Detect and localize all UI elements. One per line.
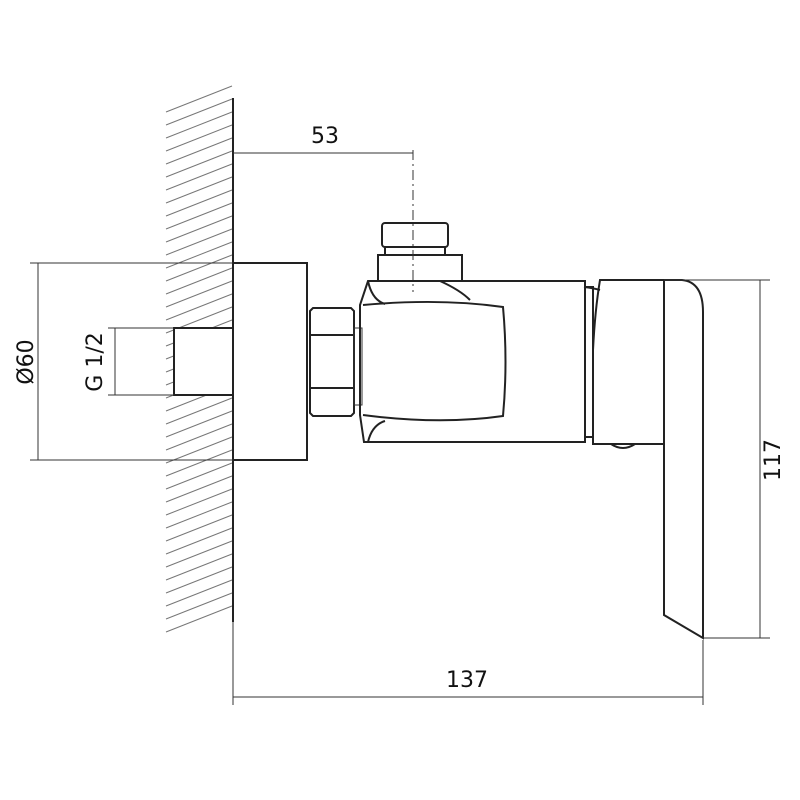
hatch-line: [165, 98, 233, 126]
hatch-line: [165, 254, 233, 282]
hatch-line: [165, 488, 233, 516]
hatch-line: [165, 397, 233, 425]
dim-117: 117: [761, 439, 786, 481]
dim-thread: G 1/2: [83, 332, 108, 391]
hatch-line: [165, 566, 233, 594]
hatch-line: [165, 215, 233, 243]
hatch-line: [165, 501, 233, 529]
hatch-line: [165, 137, 233, 165]
hatch-line: [165, 436, 233, 464]
hatch-line: [165, 527, 233, 555]
hatch-line: [165, 449, 233, 477]
pipe-stub: [173, 327, 234, 396]
hatch-line: [165, 462, 233, 490]
lever-handle: [583, 279, 704, 640]
hatch-line: [165, 85, 233, 113]
hatch-line: [165, 241, 233, 269]
hatch-line: [165, 514, 233, 542]
hatch-line: [165, 423, 233, 451]
hatch-line: [165, 150, 233, 178]
hatch-line: [165, 293, 233, 321]
valve-body: [359, 280, 586, 443]
dim-diameter-60: Ø60: [14, 339, 39, 384]
dim-137: 137: [446, 668, 488, 693]
hatch-line: [165, 176, 233, 204]
hatch-line: [165, 592, 233, 620]
hatch-line: [165, 267, 233, 295]
hatch-line: [165, 189, 233, 217]
hatch-line: [165, 605, 233, 633]
dimension-lines: [30, 152, 770, 705]
hatch-line: [165, 579, 233, 607]
wall-flange: [232, 262, 308, 461]
hatch-line: [165, 540, 233, 568]
hatch-line: [165, 111, 233, 139]
dim-53: 53: [311, 124, 339, 149]
top-fitting: [377, 222, 463, 282]
hatch-line: [165, 163, 233, 191]
hatch-line: [165, 553, 233, 581]
hatch-line: [165, 280, 233, 308]
hatch-line: [165, 410, 233, 438]
hatch-line: [165, 228, 233, 256]
hatch-line: [165, 202, 233, 230]
hex-nut: [309, 307, 363, 417]
hatch-line: [165, 475, 233, 503]
hatch-line: [165, 124, 233, 152]
